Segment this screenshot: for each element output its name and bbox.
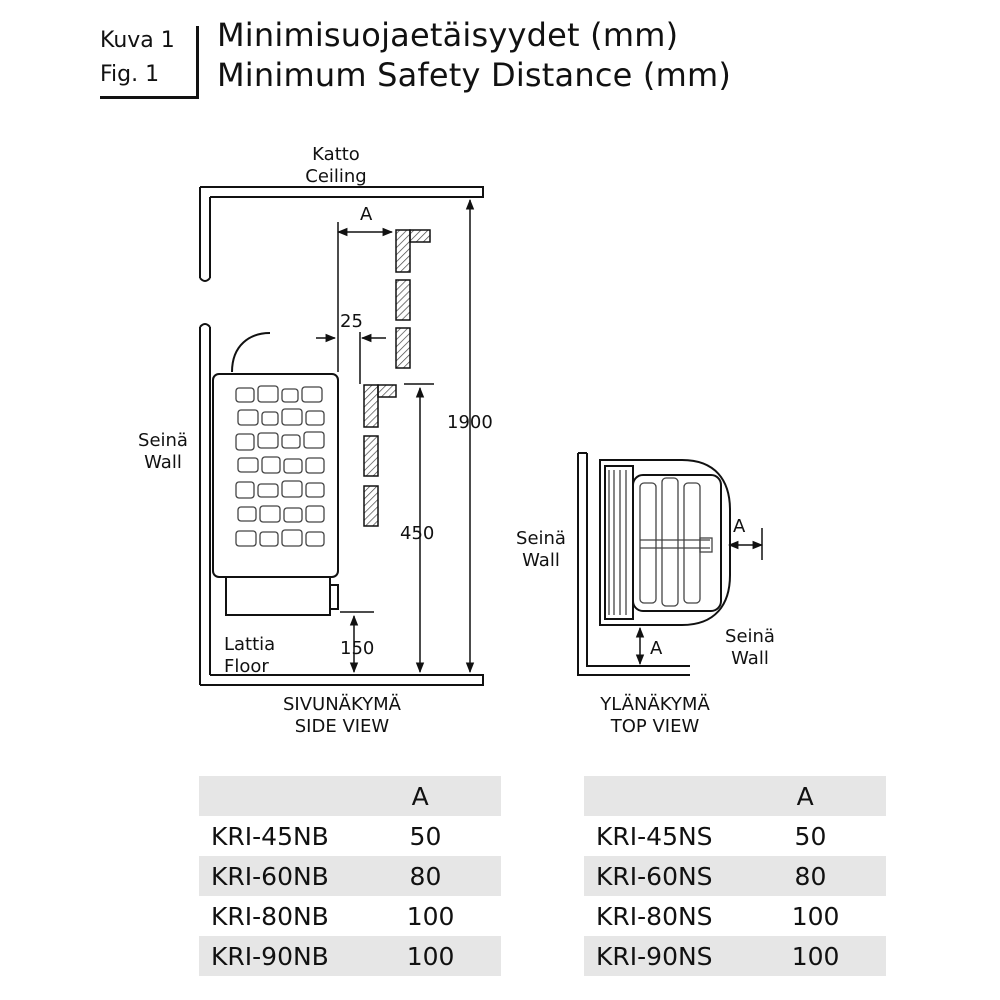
table-header-row: A: [199, 776, 501, 816]
dim-a-top-bottom: A: [650, 638, 663, 659]
floor-label: Lattia Floor: [224, 634, 294, 678]
table-row: KRI-60NS 80: [584, 856, 886, 896]
ceiling-label-en: Ceiling: [305, 166, 367, 187]
table-header-a: A: [411, 781, 429, 811]
value-cell: 100: [406, 941, 455, 971]
side-view-walls: [199, 186, 484, 686]
dim-a-side: A: [360, 204, 373, 225]
side-wall-label-fi: Seinä: [138, 430, 188, 451]
top-wall-right-label-fi: Seinä: [725, 626, 775, 647]
table-ns: A KRI-45NS 50 KRI-60NS 80 KRI-80NS 100 K…: [584, 776, 886, 976]
top-view-caption: YLÄNÄKYMÄ TOP VIEW: [580, 694, 730, 738]
top-view-caption-fi: YLÄNÄKYMÄ: [600, 694, 710, 715]
heater-side-view: [212, 332, 339, 616]
top-wall-left-label-fi: Seinä: [516, 528, 566, 549]
value-cell: 100: [791, 901, 840, 931]
value-cell: 100: [406, 901, 455, 931]
top-wall-left-label: Seinä Wall: [506, 528, 576, 572]
dim-a-top-right: A: [733, 516, 746, 537]
table-row: KRI-45NS 50: [584, 816, 886, 856]
model-cell: KRI-90NB: [211, 941, 329, 971]
top-wall-right-label: Seinä Wall: [715, 626, 785, 670]
model-cell: KRI-60NS: [596, 861, 713, 891]
value-cell: 50: [794, 821, 827, 851]
combustible-material-lower: [363, 384, 397, 527]
floor-label-fi: Lattia: [224, 634, 276, 655]
figure-label-fi: Kuva 1: [100, 28, 175, 53]
table-row: KRI-80NB 100: [199, 896, 501, 936]
heater-stones: [235, 385, 325, 547]
side-wall-label: Seinä Wall: [128, 430, 198, 474]
model-cell: KRI-60NB: [211, 861, 329, 891]
side-wall-label-en: Wall: [144, 452, 182, 473]
combustible-material-upper: [395, 229, 431, 369]
floor-label-en: Floor: [224, 656, 269, 677]
ceiling-label: Katto Ceiling: [296, 144, 376, 188]
value-cell: 80: [409, 861, 442, 891]
figure-label-en: Fig. 1: [100, 62, 160, 87]
table-row: KRI-90NB 100: [199, 936, 501, 976]
figure-title-en: Minimum Safety Distance (mm): [217, 56, 732, 94]
heater-top-view: [599, 459, 731, 626]
dim-450: 450: [400, 523, 435, 544]
value-cell: 50: [409, 821, 442, 851]
dim-25: 25: [340, 311, 363, 332]
table-header-row: A: [584, 776, 886, 816]
model-cell: KRI-80NB: [211, 901, 329, 931]
top-wall-right-label-en: Wall: [731, 648, 769, 669]
table-row: KRI-80NS 100: [584, 896, 886, 936]
top-view-caption-en: TOP VIEW: [610, 716, 700, 737]
model-cell: KRI-90NS: [596, 941, 713, 971]
top-view-walls: [577, 452, 690, 676]
model-cell: KRI-80NS: [596, 901, 713, 931]
figure-title-fi: Minimisuojaetäisyydet (mm): [217, 16, 679, 54]
top-view-dimensions: [635, 528, 764, 666]
side-view-dimensions: [316, 198, 475, 674]
ceiling-label-fi: Katto: [312, 144, 360, 165]
model-cell: KRI-45NB: [211, 821, 329, 851]
table-row: KRI-90NS 100: [584, 936, 886, 976]
top-wall-left-label-en: Wall: [522, 550, 560, 571]
value-cell: 100: [791, 941, 840, 971]
table-nb: A KRI-45NB 50 KRI-60NB 80 KRI-80NB 100 K…: [199, 776, 501, 976]
side-view-caption-fi: SIVUNÄKYMÄ: [282, 694, 401, 715]
dim-1900: 1900: [447, 412, 493, 433]
table-header-a: A: [796, 781, 814, 811]
side-view-caption: SIVUNÄKYMÄ SIDE VIEW: [260, 694, 424, 738]
value-cell: 80: [794, 861, 827, 891]
heater-top-elements: [608, 470, 713, 615]
table-row: KRI-60NB 80: [199, 856, 501, 896]
dim-150: 150: [340, 638, 375, 659]
figure-label-box: Kuva 1 Fig. 1: [100, 26, 199, 99]
side-view-caption-en: SIDE VIEW: [294, 716, 390, 737]
table-row: KRI-45NB 50: [199, 816, 501, 856]
model-cell: KRI-45NS: [596, 821, 713, 851]
